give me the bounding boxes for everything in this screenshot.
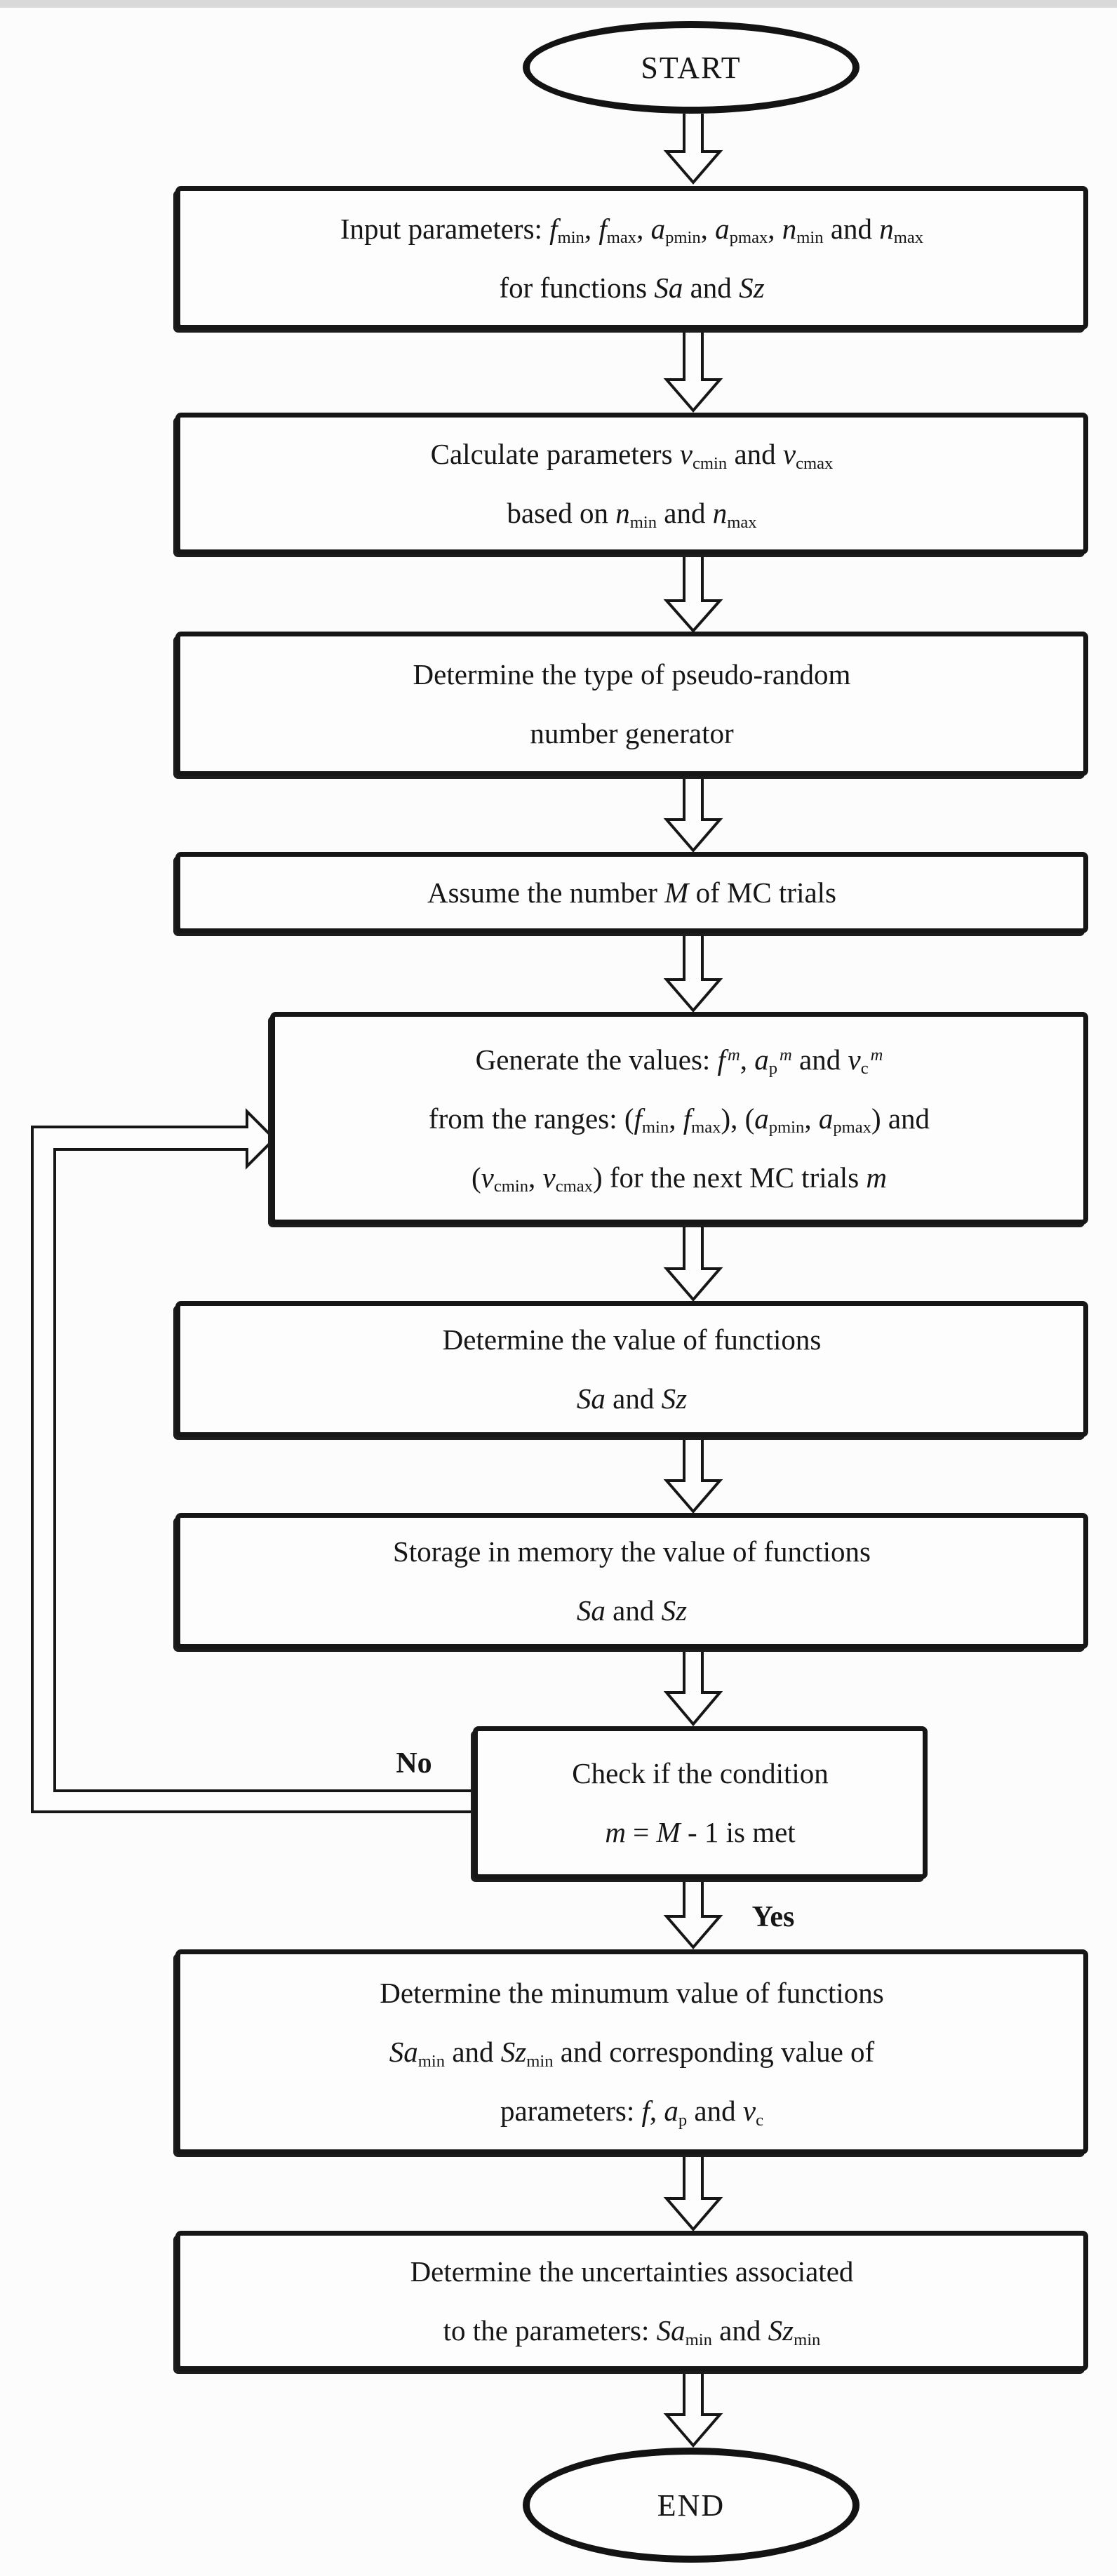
text-line: Sa and Sz — [576, 1594, 688, 1627]
text-line: Input parameters: fmin, fmax, apmin, apm… — [340, 212, 924, 248]
text-line: based on nmin and nmax — [507, 497, 757, 532]
node-check-condition: Check if the condition m = M - 1 is met — [473, 1726, 928, 1879]
node-minimum-value: Determine the minumum value of functions… — [175, 1949, 1088, 2154]
down-arrow-4 — [663, 775, 723, 853]
down-arrow-1 — [663, 114, 723, 185]
down-arrow-2 — [663, 328, 723, 413]
node-determine-functions: Determine the value of functions Sa and S… — [175, 1301, 1088, 1437]
edge-label-yes: Yes — [717, 1893, 829, 1942]
text-line: Determine the uncertainties associated — [410, 2255, 854, 2288]
text-line: Storage in memory the value of functions — [393, 1535, 871, 1568]
text-line: number generator — [530, 717, 734, 749]
edge-label-yes-text: Yes — [751, 1901, 795, 1933]
text-line: Determine the minumum value of functions — [380, 1977, 884, 2009]
edge-label-no-text: No — [396, 1747, 432, 1780]
down-arrow-9 — [663, 1878, 723, 1950]
down-arrow-5 — [663, 932, 723, 1013]
text-line: Determine the type of pseudo-random — [413, 658, 851, 690]
down-arrow-3 — [663, 553, 723, 634]
top-border-strip — [0, 0, 1117, 8]
down-arrow-7 — [663, 1436, 723, 1514]
node-end: END — [523, 2448, 860, 2563]
text-line: to the parameters: Samin and Szmin — [443, 2314, 821, 2349]
text-line: (vcmin, vcmax) for the next MC trials m — [471, 1161, 888, 1196]
text-line: START — [641, 50, 742, 85]
down-arrow-8 — [663, 1648, 723, 1727]
down-arrow-10 — [663, 2153, 723, 2232]
node-prng-type: Determine the type of pseudo-random numbe… — [175, 632, 1088, 776]
text-line: from the ranges: (fmin, fmax), (apmin, a… — [428, 1102, 930, 1137]
node-input-parameters: Input parameters: fmin, fmax, apmin, apm… — [175, 186, 1088, 330]
node-uncertainties: Determine the uncertainties associated to… — [175, 2231, 1088, 2371]
text-line: Calculate parameters vcmin and vcmax — [430, 438, 834, 473]
text-line: Sa and Sz — [576, 1382, 688, 1415]
node-start: START — [523, 21, 860, 114]
node-storage-memory: Storage in memory the value of functions… — [175, 1513, 1088, 1649]
down-arrow-11 — [663, 2370, 723, 2448]
text-line: Assume the number M of MC trials — [427, 876, 837, 909]
text-line: parameters: f, ap and vc — [500, 2095, 763, 2130]
down-arrow-6 — [663, 1223, 723, 1302]
text-line: Determine the value of functions — [442, 1323, 822, 1356]
edge-label-no: No — [358, 1739, 470, 1788]
text-line: m = M - 1 is met — [605, 1816, 796, 1848]
text-line: for functions Sa and Sz — [499, 271, 765, 304]
text-line: END — [657, 2488, 725, 2523]
text-line: Samin and Szmin and corresponding value … — [389, 2036, 875, 2071]
text-line: Check if the condition — [572, 1757, 829, 1789]
node-mc-trials: Assume the number M of MC trials — [175, 852, 1088, 933]
node-calculate-vc: Calculate parameters vcmin and vcmax base… — [175, 413, 1088, 554]
